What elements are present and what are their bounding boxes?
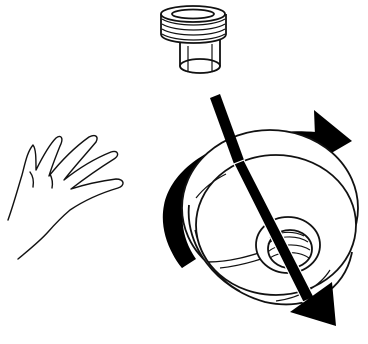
hand-icon <box>8 136 123 259</box>
pipe-adapter-icon <box>161 6 226 73</box>
